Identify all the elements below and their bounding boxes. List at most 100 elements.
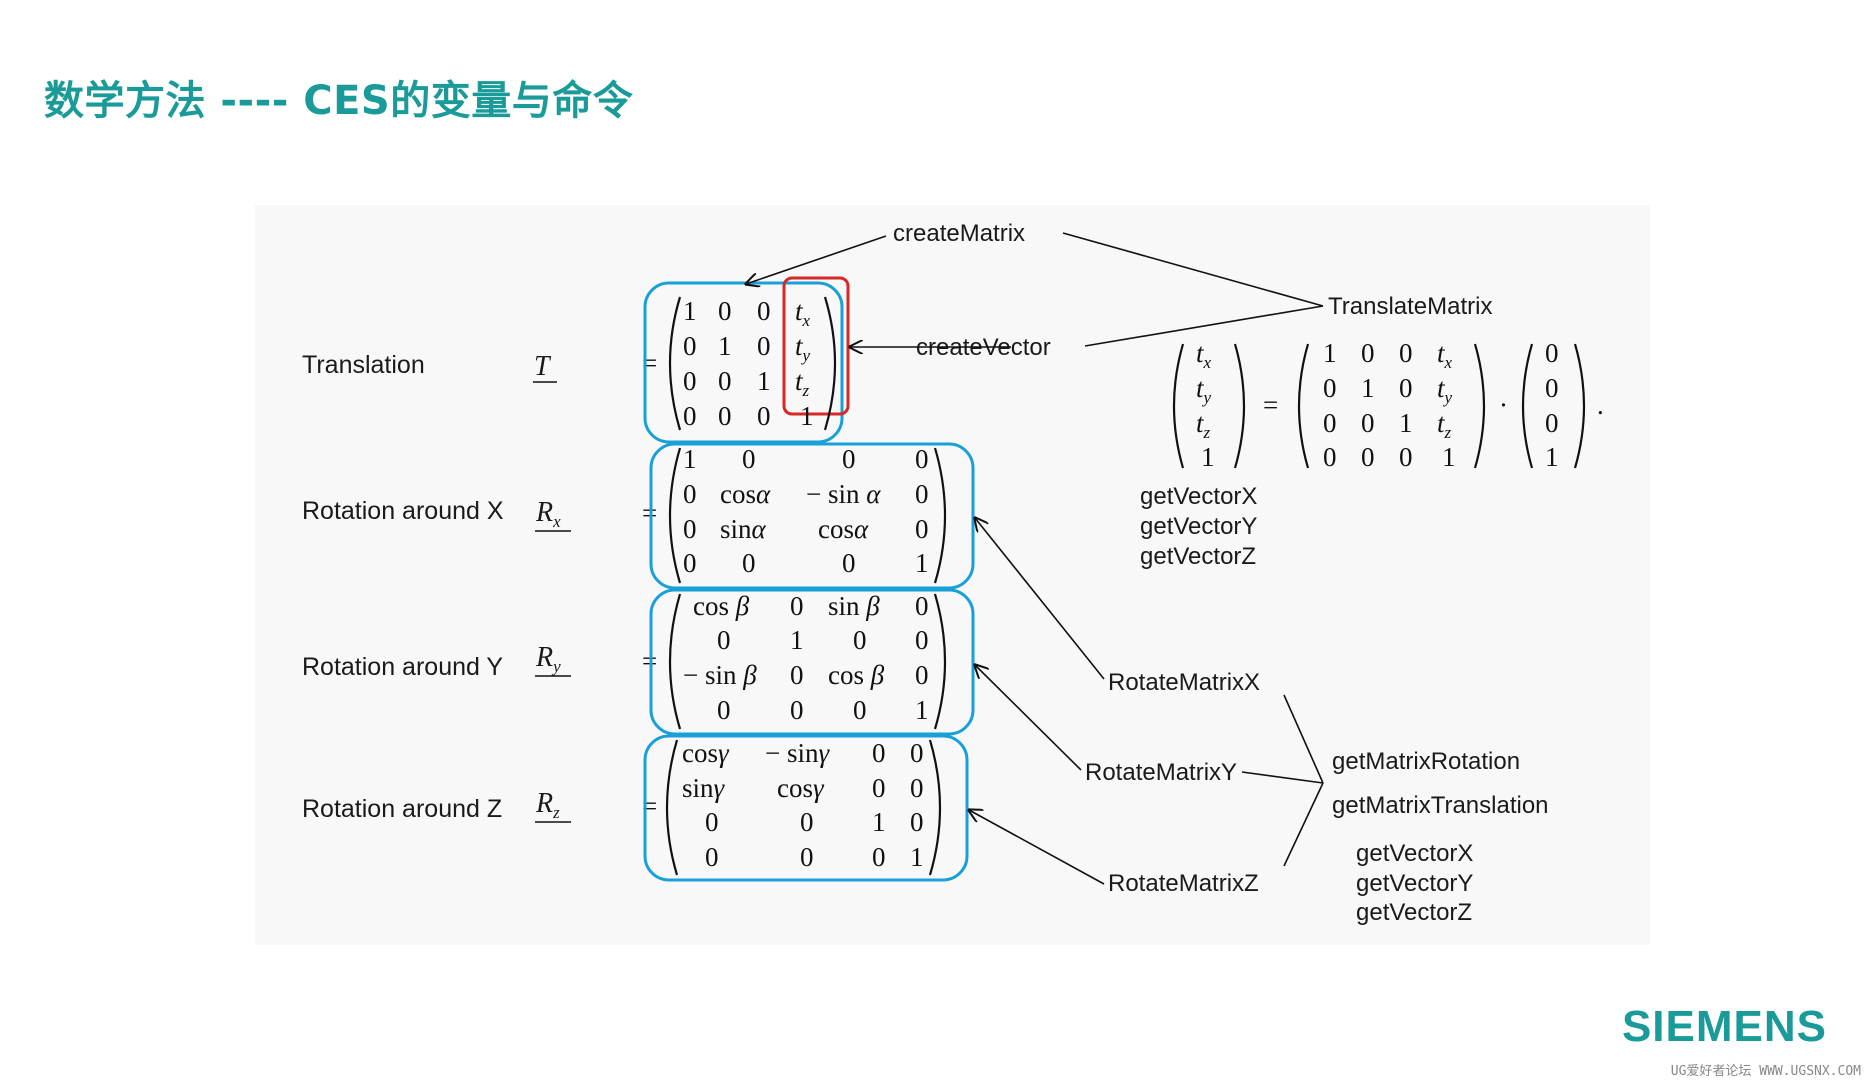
svg-text:0: 0 — [853, 625, 867, 655]
svg-text:0: 0 — [683, 401, 697, 431]
svg-text:.: . — [1597, 390, 1604, 420]
label-rotate-matrix-z: RotateMatrixZ — [1108, 870, 1259, 897]
svg-text:tx: tx — [795, 296, 811, 330]
svg-text:0: 0 — [915, 591, 929, 621]
label-get-vector-x: getVectorX — [1140, 483, 1257, 510]
svg-text:sinγ: sinγ — [682, 773, 726, 803]
svg-text:0: 0 — [757, 401, 771, 431]
row-label-rotation-z: Rotation around Z — [302, 795, 502, 823]
svg-text:1: 1 — [1442, 442, 1456, 472]
svg-text:=: = — [1263, 390, 1278, 420]
svg-text:1: 1 — [1201, 442, 1215, 472]
svg-text:cosα: cosα — [720, 479, 771, 509]
svg-text:1: 1 — [800, 401, 814, 431]
label-create-matrix: createMatrix — [893, 220, 1025, 247]
svg-text:cosγ: cosγ — [682, 738, 730, 768]
svg-text:1: 1 — [1361, 373, 1375, 403]
svg-text:cosγ: cosγ — [777, 773, 825, 803]
svg-text:0: 0 — [1323, 373, 1337, 403]
svg-text:0: 0 — [800, 842, 814, 872]
svg-text:tz: tz — [795, 366, 810, 400]
svg-text:ty: ty — [1196, 373, 1212, 407]
svg-text:0: 0 — [757, 296, 771, 326]
svg-text:0: 0 — [757, 331, 771, 361]
label-get-vector-z: getVectorZ — [1356, 899, 1472, 926]
rotation-y-matrix-box — [649, 588, 975, 736]
svg-text:0: 0 — [842, 548, 856, 578]
svg-text:0: 0 — [910, 807, 924, 837]
svg-text:tx: tx — [1196, 338, 1212, 372]
svg-text:1: 1 — [718, 331, 732, 361]
svg-text:1: 1 — [790, 625, 804, 655]
svg-text:0: 0 — [1361, 338, 1375, 368]
svg-text:0: 0 — [910, 773, 924, 803]
page-title: 数学方法 ---- CES的变量与命令 — [44, 78, 634, 124]
rotation-z-matrix-box — [643, 734, 969, 882]
label-get-matrix-translation: getMatrixTranslation — [1332, 792, 1549, 819]
svg-text:0: 0 — [1399, 442, 1413, 472]
svg-text:0: 0 — [790, 660, 804, 690]
svg-text:cos β: cos β — [828, 660, 885, 690]
svg-text:0: 0 — [1399, 373, 1413, 403]
svg-text:0: 0 — [915, 625, 929, 655]
svg-text:− sin β: − sin β — [683, 660, 757, 690]
svg-text:1: 1 — [915, 548, 929, 578]
svg-text:1: 1 — [915, 695, 929, 725]
svg-text:0: 0 — [705, 807, 719, 837]
row-label-rotation-x: Rotation around X — [302, 497, 504, 525]
svg-text:1: 1 — [910, 842, 924, 872]
svg-text:ty: ty — [795, 331, 811, 365]
svg-text:0: 0 — [683, 331, 697, 361]
svg-text:0: 0 — [718, 401, 732, 431]
label-get-vector-y: getVectorY — [1140, 513, 1257, 540]
svg-text:0: 0 — [915, 444, 929, 474]
watermark: UG爱好者论坛 WWW.UGSNX.COM — [1670, 1064, 1861, 1079]
svg-text:0: 0 — [742, 444, 756, 474]
svg-text:− sin α: − sin α — [806, 479, 881, 509]
svg-text:0: 0 — [683, 514, 697, 544]
svg-text:0: 0 — [872, 773, 886, 803]
svg-text:1: 1 — [757, 366, 771, 396]
svg-text:0: 0 — [742, 548, 756, 578]
svg-text:0: 0 — [1323, 442, 1337, 472]
svg-text:tz: tz — [1196, 408, 1211, 442]
svg-text:0: 0 — [910, 738, 924, 768]
svg-text:tz: tz — [1437, 408, 1452, 442]
label-get-vector-x: getVectorX — [1356, 840, 1473, 867]
svg-text:0: 0 — [1361, 442, 1375, 472]
label-rotate-matrix-y: RotateMatrixY — [1085, 759, 1237, 786]
svg-text:Rz: Rz — [535, 788, 560, 822]
diagram-panel — [255, 205, 1650, 945]
symbol-rotation-y: Ry — [535, 642, 571, 677]
svg-text:0: 0 — [683, 366, 697, 396]
connector-lines — [746, 232, 1324, 885]
svg-text:1: 1 — [1545, 442, 1559, 472]
label-translate-matrix: TranslateMatrix — [1328, 293, 1492, 320]
svg-text:T: T — [534, 351, 552, 382]
symbol-rotation-z: Rz — [535, 788, 571, 823]
svg-text:0: 0 — [718, 296, 732, 326]
svg-text:1: 1 — [1399, 408, 1413, 438]
svg-text:0: 0 — [1399, 338, 1413, 368]
symbol-rotation-x: Rx — [535, 497, 571, 532]
label-get-vector-y: getVectorY — [1356, 870, 1473, 897]
svg-text:sin β: sin β — [828, 591, 880, 621]
svg-text:− sinγ: − sinγ — [765, 738, 831, 768]
label-get-vector-z: getVectorZ — [1140, 543, 1256, 570]
row-label-translation: Translation — [302, 351, 425, 379]
svg-text:0: 0 — [1545, 408, 1559, 438]
svg-text:tx: tx — [1437, 338, 1453, 372]
row-label-rotation-y: Rotation around Y — [302, 653, 503, 681]
svg-text:1: 1 — [872, 807, 886, 837]
svg-text:1: 1 — [1323, 338, 1337, 368]
svg-text:0: 0 — [683, 548, 697, 578]
svg-text:0: 0 — [853, 695, 867, 725]
svg-text:0: 0 — [1323, 408, 1337, 438]
svg-text:0: 0 — [872, 842, 886, 872]
